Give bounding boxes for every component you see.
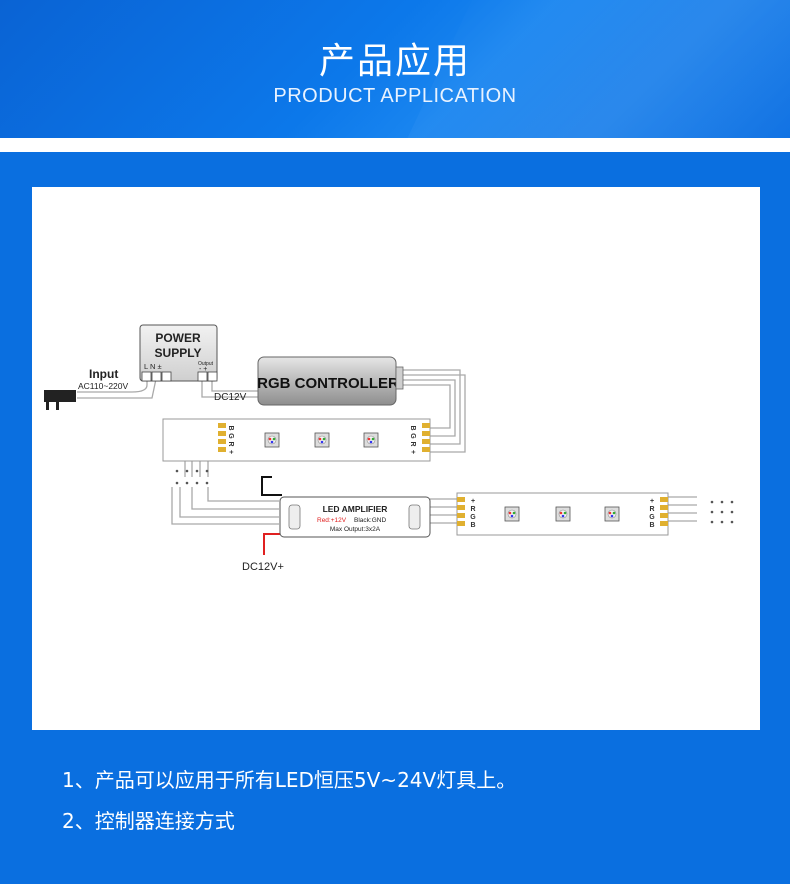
strip2-right-pin-g: G xyxy=(649,514,655,521)
controller-label: RGB CONTROLLER xyxy=(257,375,399,392)
led-amplifier: LED AMPLIFIER Red:+12V Black:GND Max Out… xyxy=(279,496,431,538)
strip1-pin-plus: + xyxy=(227,450,234,454)
strip1-pin-b: B xyxy=(227,425,234,430)
supply-wire xyxy=(263,533,280,555)
strip1-right-pin-r: R xyxy=(409,441,416,446)
page-subtitle: PRODUCT APPLICATION xyxy=(273,85,517,107)
diagram-panel: Input AC110~220V POWER SUPPLY L N ± Outp… xyxy=(32,187,760,730)
strip2-pin-r: R xyxy=(470,506,475,513)
strip2-pin-b: B xyxy=(470,522,475,529)
input-label: Input xyxy=(89,367,118,381)
amplifier-red-label: Red:+12V xyxy=(317,517,347,524)
led-chip xyxy=(504,506,520,522)
power-supply: POWER SUPPLY L N ± Output - + xyxy=(139,324,218,382)
led-strip-2: + R G B + R G B xyxy=(456,492,669,536)
note-item-1: 1、产品可以应用于所有LED恒压5V~24V灯具上。 xyxy=(62,768,517,792)
header-banner: 产品应用 PRODUCT APPLICATION xyxy=(0,0,790,138)
ground-wire xyxy=(261,476,282,496)
amplifier-supply-label: DC12V+ xyxy=(242,561,284,573)
power-supply-label-1: POWER xyxy=(155,331,201,345)
power-supply-terminals: L N ± xyxy=(144,362,162,371)
led-chip xyxy=(314,432,330,448)
strip1-right-pin-b: B xyxy=(409,425,416,430)
strip2-pin-plus: + xyxy=(471,498,475,505)
input-voltage: AC110~220V xyxy=(78,381,129,391)
strip2-right-pin-r: R xyxy=(649,506,654,513)
continuation-dots xyxy=(175,469,734,524)
led-chip xyxy=(555,506,571,522)
amplifier-black-label: Black:GND xyxy=(354,517,386,524)
power-supply-label-2: SUPPLY xyxy=(155,346,202,360)
page-title: 产品应用 xyxy=(318,41,471,82)
strip1-right-pin-g: G xyxy=(409,433,416,439)
controller-voltage: DC12V xyxy=(214,392,247,403)
strip2-pin-g: G xyxy=(470,514,476,521)
strip2-right-pin-plus: + xyxy=(650,498,654,505)
strip1-right-pin-plus: + xyxy=(409,450,416,454)
led-chip xyxy=(264,432,280,448)
amplifier-max-output: Max Output:3x2A xyxy=(330,526,381,533)
strip1-pin-g: G xyxy=(227,433,234,439)
wiring-diagram: Input AC110~220V POWER SUPPLY L N ± Outp… xyxy=(44,324,734,573)
note-item-2: 2、控制器连接方式 xyxy=(62,809,235,833)
strip1-pin-r: R xyxy=(227,441,234,446)
power-supply-output-terms: - + xyxy=(199,366,207,373)
led-strip-1: B G R + B G R + xyxy=(162,418,431,462)
plug-icon xyxy=(44,390,76,410)
power-supply-output-label: Output xyxy=(198,361,214,367)
amplifier-title: LED AMPLIFIER xyxy=(323,504,388,514)
led-chip xyxy=(363,432,379,448)
rgb-controller: RGB CONTROLLER xyxy=(257,356,404,406)
strip2-right-pin-b: B xyxy=(649,522,654,529)
led-chip xyxy=(604,506,620,522)
divider-strip xyxy=(0,138,790,152)
